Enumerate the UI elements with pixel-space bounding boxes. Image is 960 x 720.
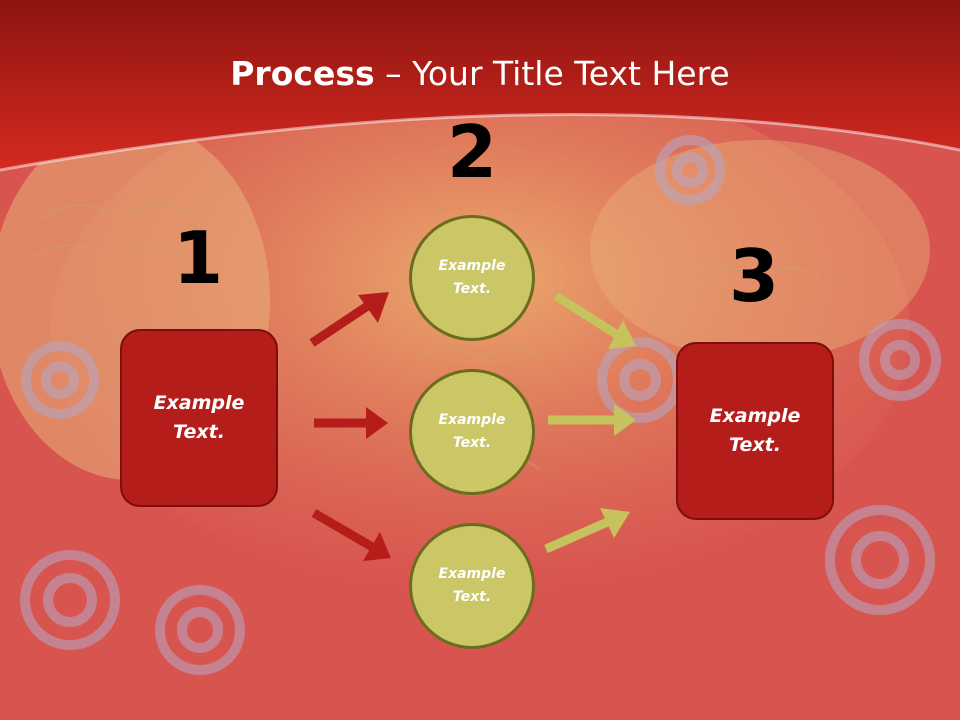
title-bold: Process [230,54,375,93]
circle-bottom-text: Example Text. [438,566,506,605]
step-1-box[interactable]: Example Text. [120,329,278,507]
step-3-box-text: Example Text. [709,405,801,456]
arrow-red-down [311,509,391,561]
step-number-2: 2 [446,110,498,194]
arrow-green-up [544,508,630,554]
step-number-3: 3 [728,234,780,318]
arrow-red-up [309,292,389,347]
arrow-green-down [553,292,636,349]
circle-top-text: Example Text. [438,258,506,297]
arrow-red-middle [314,407,388,439]
circle-top[interactable]: Example Text. [409,215,535,341]
step-3-box[interactable]: Example Text. [676,342,834,520]
circle-bottom[interactable]: Example Text. [409,523,535,649]
circle-middle[interactable]: Example Text. [409,369,535,495]
step-1-box-text: Example Text. [153,392,245,443]
slide-title: Process – Your Title Text Here [0,52,960,96]
circle-middle-text: Example Text. [438,412,506,451]
title-rest: – Your Title Text Here [374,54,730,93]
step-number-1: 1 [172,216,224,300]
arrow-green-middle [548,404,636,436]
